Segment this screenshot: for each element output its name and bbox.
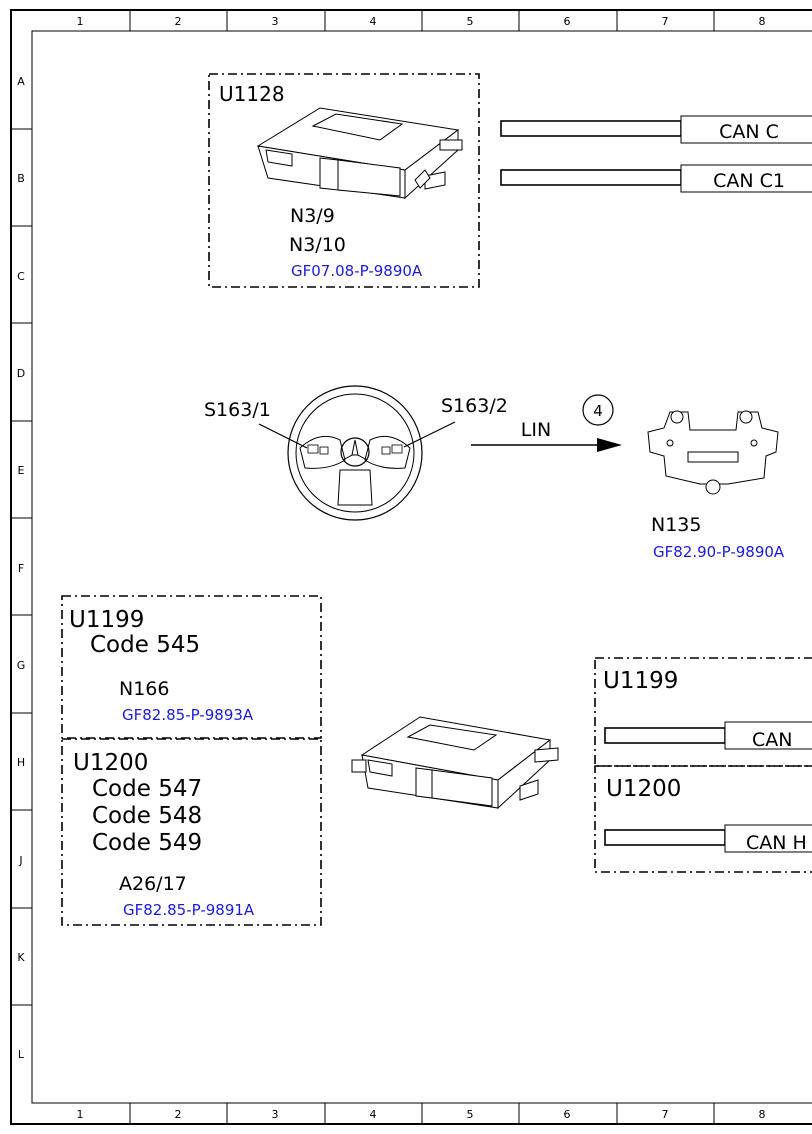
s163-1-leader bbox=[258, 423, 308, 449]
lin-label: LIN bbox=[521, 419, 551, 441]
u1200-right-code: U1200 bbox=[606, 776, 681, 802]
u1200-left-option-2: Code 548 bbox=[92, 803, 202, 829]
n135-label: N135 bbox=[651, 514, 701, 536]
lin-arrow-head bbox=[597, 438, 622, 452]
u1128-component-2: N3/10 bbox=[289, 234, 346, 256]
n166-label: N166 bbox=[119, 678, 169, 700]
a26-17-doc-link[interactable]: GF82.85-P-9891A bbox=[123, 901, 255, 919]
u1199-left-box bbox=[61, 595, 322, 739]
u1200-right-connector-label: CAN H bbox=[746, 832, 807, 854]
can-c-label: CAN C bbox=[719, 121, 779, 143]
u1200-right-connector: CAN H bbox=[604, 824, 812, 854]
row-label: G bbox=[17, 659, 26, 672]
sheet-outer-border bbox=[10, 9, 812, 1125]
u1199-right-code: U1199 bbox=[603, 668, 678, 694]
u1199-right-connector-label: CAN bbox=[752, 729, 792, 751]
n166-doc-link[interactable]: GF82.85-P-9893A bbox=[122, 706, 254, 724]
u1199-right-connector: CAN bbox=[604, 721, 812, 751]
col-label: 8 bbox=[759, 15, 766, 28]
col-label: 5 bbox=[467, 1108, 474, 1121]
row-label: H bbox=[17, 756, 25, 769]
steering-wheel-icon bbox=[287, 385, 423, 521]
column-dividers bbox=[129, 10, 715, 1124]
col-label: 5 bbox=[467, 15, 474, 28]
row-dividers bbox=[11, 128, 32, 1006]
col-label: 1 bbox=[77, 1108, 84, 1121]
col-label: 1 bbox=[77, 15, 84, 28]
col-label: 7 bbox=[662, 15, 669, 28]
row-label: C bbox=[17, 270, 25, 283]
row-label: J bbox=[18, 854, 22, 867]
a26-17-label: A26/17 bbox=[119, 873, 187, 895]
col-label: 2 bbox=[175, 15, 182, 28]
n135-module-icon bbox=[647, 410, 779, 495]
u1128-group-box bbox=[208, 73, 480, 288]
s163-1-label: S163/1 bbox=[204, 399, 271, 421]
control-unit-icon bbox=[256, 107, 463, 200]
u1200-left-box bbox=[61, 738, 322, 926]
u1200-right-box bbox=[594, 765, 812, 873]
sheet-inner-border bbox=[31, 30, 812, 1104]
marker-number: 4 bbox=[593, 402, 603, 420]
row-label: A bbox=[17, 75, 25, 88]
can-c1-label: CAN C1 bbox=[713, 170, 785, 192]
col-label: 4 bbox=[370, 15, 377, 28]
n135-doc-link[interactable]: GF82.90-P-9890A bbox=[653, 543, 785, 561]
row-label: K bbox=[17, 951, 25, 964]
column-labels-bottom: 1 2 3 4 5 6 7 8 bbox=[77, 1108, 766, 1121]
row-label: L bbox=[18, 1048, 25, 1061]
control-unit-icon-2 bbox=[351, 716, 559, 810]
u1200-left-option-1: Code 547 bbox=[92, 776, 202, 802]
row-label: D bbox=[17, 367, 25, 380]
u1199-right-box bbox=[594, 657, 812, 767]
can-c-connector: CAN C bbox=[500, 115, 812, 144]
col-label: 2 bbox=[175, 1108, 182, 1121]
marker-circle bbox=[582, 394, 614, 426]
row-label: E bbox=[18, 464, 25, 477]
u1128-doc-link[interactable]: GF07.08-P-9890A bbox=[291, 262, 423, 280]
col-label: 6 bbox=[564, 15, 571, 28]
row-labels: A B C D E F G H J K L bbox=[17, 75, 26, 1061]
row-label: F bbox=[18, 562, 24, 575]
col-label: 4 bbox=[370, 1108, 377, 1121]
u1128-component-1: N3/9 bbox=[290, 205, 335, 227]
u1199-left-option: Code 545 bbox=[90, 632, 200, 658]
u1128-code: U1128 bbox=[219, 82, 285, 106]
column-labels-top: 1 2 3 4 5 6 7 8 bbox=[77, 15, 766, 28]
col-label: 7 bbox=[662, 1108, 669, 1121]
can-c1-connector: CAN C1 bbox=[500, 164, 812, 193]
col-label: 8 bbox=[759, 1108, 766, 1121]
row-label: B bbox=[17, 172, 25, 185]
u1199-left-code: U1199 bbox=[69, 607, 144, 633]
u1200-left-option-3: Code 549 bbox=[92, 830, 202, 856]
s163-2-leader bbox=[403, 421, 456, 448]
col-label: 6 bbox=[564, 1108, 571, 1121]
col-label: 3 bbox=[272, 15, 279, 28]
s163-2-label: S163/2 bbox=[441, 395, 508, 417]
u1200-left-code: U1200 bbox=[73, 750, 148, 776]
col-label: 3 bbox=[272, 1108, 279, 1121]
